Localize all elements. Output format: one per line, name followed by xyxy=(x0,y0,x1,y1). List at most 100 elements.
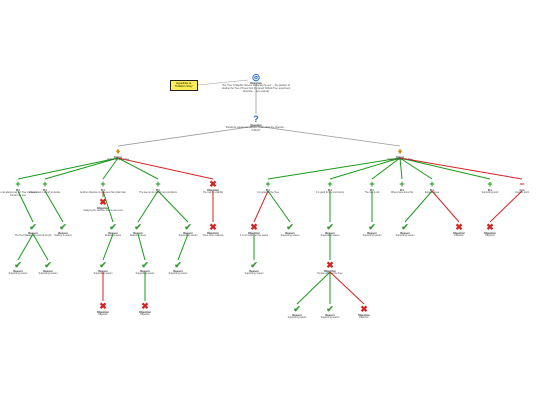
connector-object xyxy=(329,271,365,305)
check-icon: ✔ xyxy=(368,222,376,232)
x-icon: ✖ xyxy=(250,222,258,232)
check-icon: ✔ xyxy=(174,260,182,270)
node-type-label: Reason xyxy=(13,270,23,273)
node-type-label: Pro xyxy=(369,189,375,192)
node-text: There is no evidence xyxy=(202,235,224,238)
node-type-label: Pro xyxy=(155,189,161,192)
node-text: Objection xyxy=(140,314,150,317)
node-type-label: Reason xyxy=(183,232,193,235)
plus-icon: + xyxy=(42,179,48,189)
node-type-label: Objection xyxy=(207,189,219,192)
connector-support xyxy=(267,190,291,223)
node-text: People arrive at the Tree xyxy=(317,273,343,276)
node-text: Supporting reason xyxy=(168,273,188,276)
check-icon: ✔ xyxy=(286,222,294,232)
connector-object xyxy=(431,190,460,223)
connector-support xyxy=(44,157,119,180)
node-type-label: Reason xyxy=(325,314,335,317)
node-text: Supporting reason xyxy=(135,273,155,276)
check-icon: ✔ xyxy=(99,260,107,270)
check-icon: ✔ xyxy=(326,222,334,232)
target-icon: ◎ xyxy=(252,72,260,82)
check-icon: ✔ xyxy=(29,222,37,232)
node-text: Experts agree xyxy=(424,192,440,195)
node-type-label: Objection xyxy=(139,311,151,314)
node-type-label: Reason xyxy=(325,232,335,235)
plus-icon: + xyxy=(429,179,435,189)
x-icon: ✖ xyxy=(360,304,368,314)
node-text: Option: Release the Tree xyxy=(387,159,413,162)
x-icon: ✖ xyxy=(141,301,149,311)
check-icon: ✔ xyxy=(250,260,258,270)
node-type-label: Con xyxy=(519,189,525,192)
node-type-label: Reason xyxy=(173,270,183,273)
node-text: We are not in a rush to decide xyxy=(29,192,61,195)
check-icon: ✔ xyxy=(293,304,301,314)
node-type-label: Objection xyxy=(453,232,465,235)
node-text: Supporting reason xyxy=(38,273,58,276)
connector-neutral xyxy=(117,125,257,147)
connector-support xyxy=(157,190,189,223)
connector-support xyxy=(296,271,331,305)
node-type-label: Objection xyxy=(484,232,496,235)
node-text: Supporting reason xyxy=(362,235,382,238)
hyperlink-note[interactable]: Hyperlinks to: 'Pollock's Story' xyxy=(170,80,198,91)
node-type-label: Reason xyxy=(285,232,295,235)
node-text: Delaying the decision has its own cost xyxy=(83,210,123,213)
node-text: It is good for the community xyxy=(315,192,345,195)
x-icon: ✖ xyxy=(99,197,107,207)
check-icon: ✔ xyxy=(109,222,117,232)
node-text: The tree is not causing any problems xyxy=(139,192,177,195)
node-type-label: Pro xyxy=(327,189,333,192)
connector-object xyxy=(253,190,269,223)
connector-support xyxy=(404,190,433,223)
x-icon: ✖ xyxy=(486,222,494,232)
node-text: The Tree Manager is good at his job xyxy=(14,235,52,238)
node-text: The 'Tree' is Sibelius' famous 'scatteri… xyxy=(221,85,291,93)
